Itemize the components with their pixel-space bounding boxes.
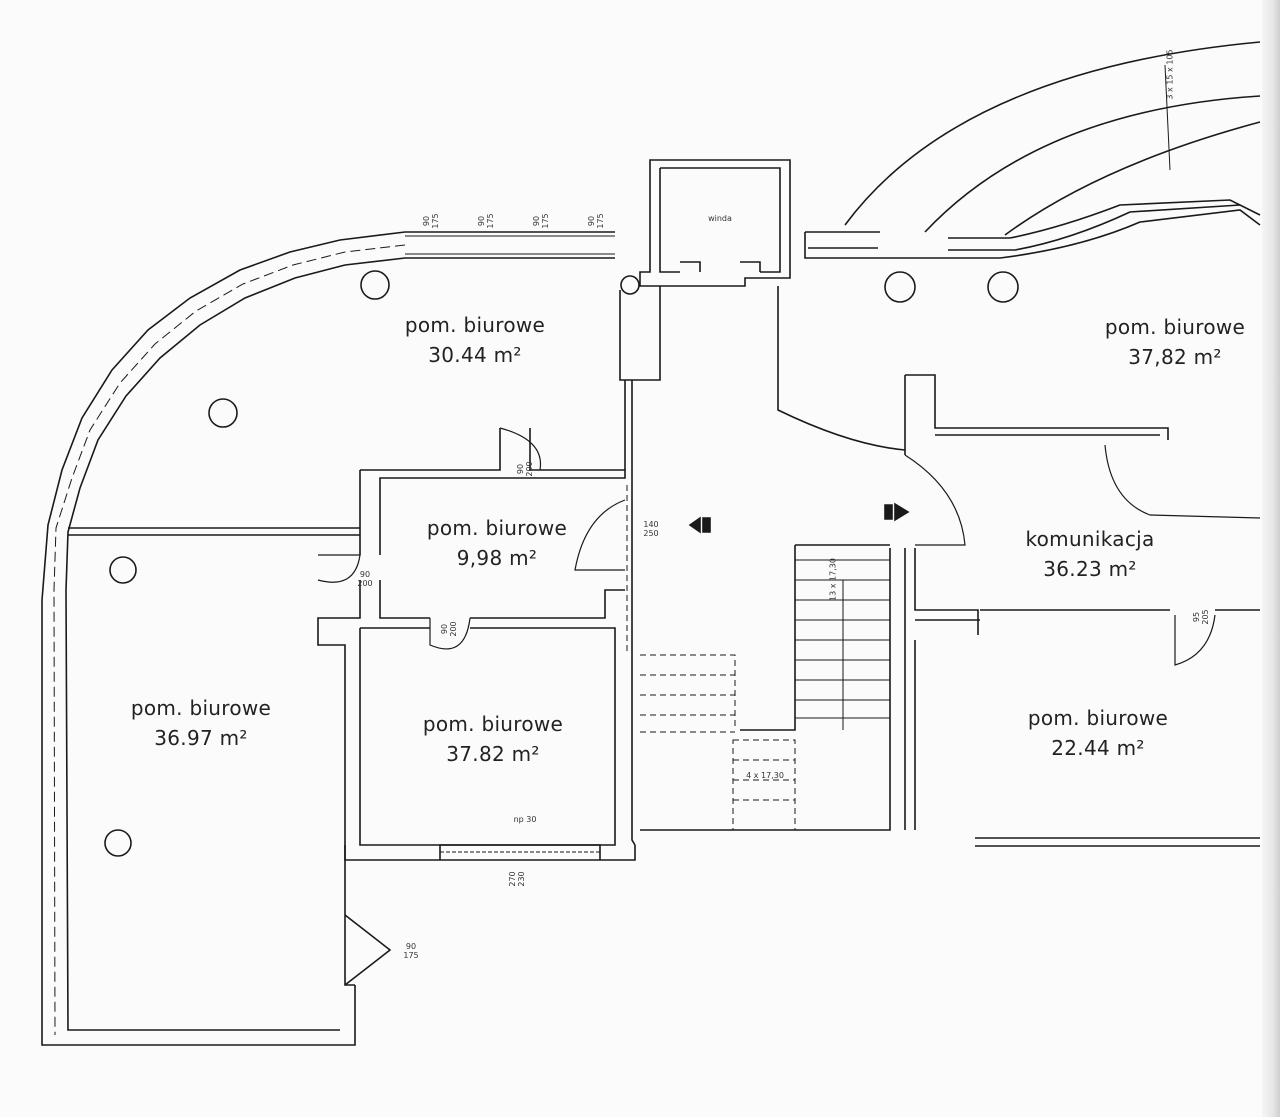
room-name: pom. biurowe bbox=[130, 696, 272, 720]
room-name: pom. biurowe bbox=[1104, 315, 1246, 339]
room-label-office-37b: pom. biurowe 37,82 m² bbox=[1060, 312, 1280, 372]
room-name: pom. biurowe bbox=[404, 313, 546, 337]
room-label-office-22: pom. biurowe 22.44 m² bbox=[983, 703, 1213, 763]
room-label-office-37a: pom. biurowe 37.82 m² bbox=[378, 709, 608, 769]
lift-label: winda bbox=[708, 214, 732, 223]
room-label-corridor: komunikacja 36.23 m² bbox=[975, 524, 1205, 584]
room-area: 36.23 m² bbox=[1043, 557, 1137, 581]
room-area: 37,82 m² bbox=[1128, 345, 1222, 369]
scan-edge bbox=[1262, 0, 1280, 1117]
room-label-office-36: pom. biurowe 36.97 m² bbox=[86, 693, 316, 753]
curved-facade-inner bbox=[65, 257, 615, 1031]
height-mark: np 30 bbox=[513, 815, 537, 824]
dim-stair-bottom: 4 x 17,30 bbox=[746, 771, 784, 780]
room-area: 36.97 m² bbox=[154, 726, 248, 750]
dim-stair-right: 13 x 17,30 bbox=[828, 558, 838, 601]
room-label-office-9: pom. biurowe 9,98 m² bbox=[382, 513, 612, 573]
curved-facade-outer bbox=[41, 231, 615, 1046]
room-name: pom. biurowe bbox=[422, 712, 564, 736]
room-area: 22.44 m² bbox=[1051, 736, 1145, 760]
room-area: 30.44 m² bbox=[428, 343, 522, 367]
room-name: komunikacja bbox=[1025, 527, 1155, 551]
room-name: pom. biurowe bbox=[1027, 706, 1169, 730]
dim-arc-window: 3 x 15 x 105 bbox=[1165, 49, 1175, 100]
room-area: 9,98 m² bbox=[456, 546, 538, 570]
room-name: pom. biurowe bbox=[426, 516, 568, 540]
room-label-office-30: pom. biurowe 30.44 m² bbox=[360, 310, 590, 370]
room-area: 37.82 m² bbox=[446, 742, 540, 766]
